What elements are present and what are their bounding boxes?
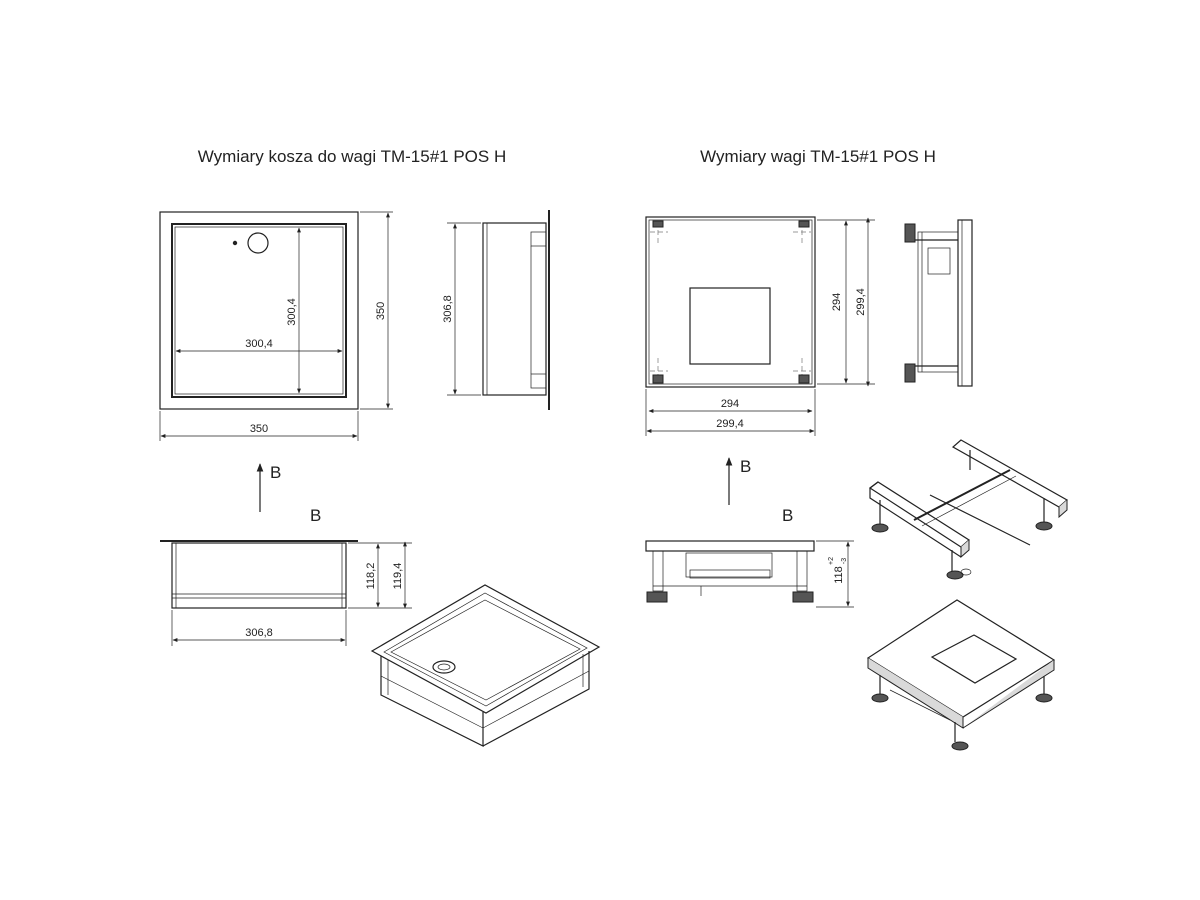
basket-side-view: 306,8 (442, 210, 550, 410)
dim-scale-horizontal-inner: 294 (721, 398, 739, 410)
scale-side-view (904, 219, 973, 387)
view-arrow-label-right: B (740, 457, 751, 476)
view-arrow-label-left: B (270, 463, 281, 482)
mount-point-icon (232, 240, 238, 246)
dim-basket-side-height: 306,8 (442, 295, 454, 323)
scale-foot-icon (1035, 693, 1053, 703)
dim-scale-height: 118 (833, 566, 845, 584)
dim-basket-front-height-inner: 118,2 (365, 563, 377, 590)
basket-front-view: 306,8 118,2 119,4 (160, 540, 412, 646)
frame-foot-icon (871, 523, 889, 533)
basket-top-view: 300,4 300,4 350 350 (159, 211, 393, 441)
view-direction-arrow-left: B (256, 463, 281, 512)
dim-scale-vertical-inner: 294 (831, 293, 843, 311)
view-label-right: B (782, 506, 793, 525)
dim-basket-inner-vertical: 300,4 (286, 298, 298, 326)
dim-scale-tolerance-minus: -3 (841, 558, 848, 564)
scale-foot-icon (951, 741, 969, 751)
frame-foot-icon (1035, 521, 1053, 531)
view-direction-arrow-right: B (725, 457, 751, 505)
dim-basket-front-height-outer: 119,4 (392, 563, 404, 590)
scale-foot-icon (871, 693, 889, 703)
foot-right-icon (792, 591, 814, 603)
scale-isometric-view (866, 599, 1056, 751)
frame-foot-icon (946, 570, 964, 580)
drain-hole-icon (247, 232, 269, 254)
dim-basket-outer-vertical: 350 (375, 302, 387, 320)
adjustable-foot-icon (904, 363, 916, 383)
basket-isometric-view (370, 584, 601, 747)
scale-front-view: 118 +2 -3 (645, 540, 854, 608)
dim-scale-vertical-outer: 299,4 (855, 288, 867, 316)
basket-drain-icon (432, 660, 456, 674)
dim-basket-inner-horizontal: 300,4 (245, 338, 273, 350)
basket-title: Wymiary kosza do wagi TM-15#1 POS H (198, 147, 506, 166)
scale-frame-isometric-view (868, 439, 1069, 580)
dim-basket-outer-horizontal: 350 (250, 423, 268, 435)
view-label-left: B (310, 506, 321, 525)
dim-basket-front-width: 306,8 (245, 627, 273, 639)
dim-scale-horizontal-outer: 299,4 (716, 418, 744, 430)
scale-top-view: 294 299,4 294 299,4 (645, 216, 875, 436)
scale-title: Wymiary wagi TM-15#1 POS H (700, 147, 936, 166)
adjustable-foot-icon (904, 223, 916, 243)
dim-scale-tolerance-plus: +2 (828, 557, 835, 565)
foot-left-icon (646, 591, 668, 603)
